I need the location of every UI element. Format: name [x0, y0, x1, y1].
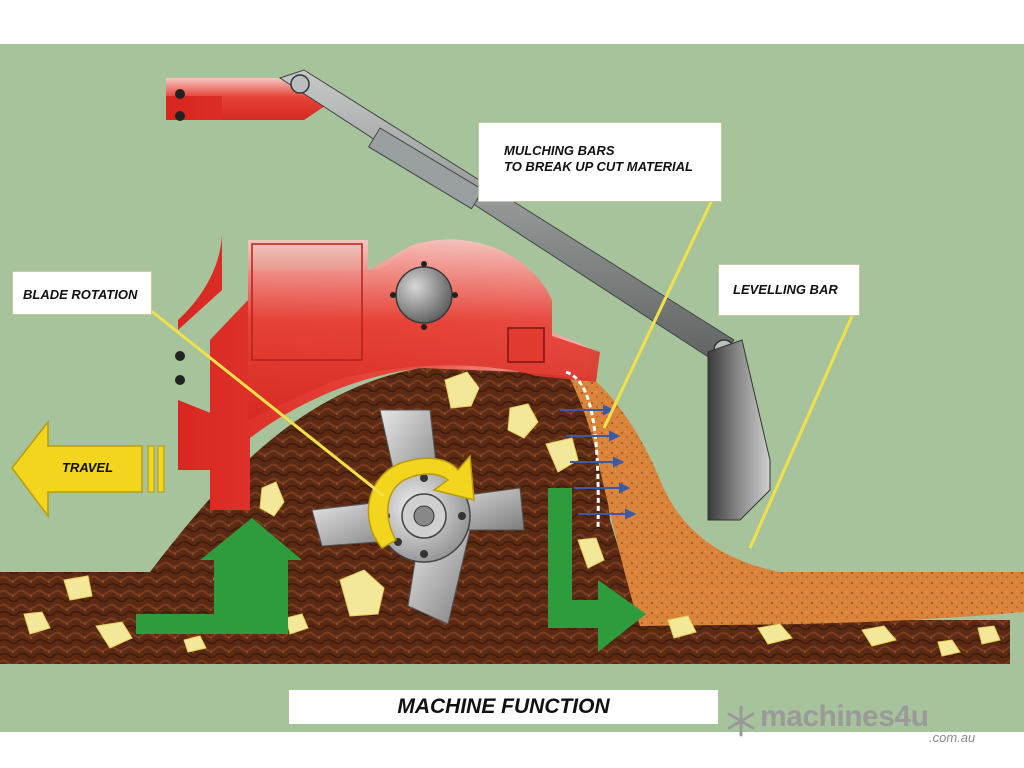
watermark-logo: machines4u .com.au [724, 700, 1014, 752]
drive-drum [395, 266, 453, 324]
label-mulching-line2: TO BREAK UP CUT MATERIAL [504, 159, 693, 174]
watermark-domain: .com.au [929, 730, 976, 745]
label-levelling-bar-text: LEVELLING BAR [733, 282, 838, 297]
gearbox-plate [507, 327, 545, 363]
travel-arrow [11, 419, 165, 519]
soil-flow-arrow-left [136, 518, 302, 634]
label-mulching-line1: MULCHING BARS [504, 143, 615, 158]
side-panel [251, 243, 363, 361]
diagram-title: MACHINE FUNCTION [289, 690, 718, 724]
mulching-bars [560, 370, 637, 531]
drum-bolts [390, 261, 458, 330]
watermark-brand: machines4u [760, 700, 929, 733]
label-levelling-bar: LEVELLING BAR [718, 264, 860, 316]
label-travel: TRAVEL [62, 460, 114, 475]
label-blade-rotation: BLADE ROTATION [12, 271, 152, 315]
soil-flow-arrow-right [548, 488, 646, 652]
label-blade-rotation-text: BLADE ROTATION [23, 287, 138, 302]
mulch-output [560, 360, 1024, 626]
label-leader-lines [149, 199, 854, 549]
snowflake-icon [727, 705, 755, 737]
label-mulching-bars: MULCHING BARS TO BREAK UP CUT MATERIAL [478, 122, 722, 202]
frame-bolts [175, 89, 185, 385]
levelling-bar-shape [707, 339, 771, 521]
